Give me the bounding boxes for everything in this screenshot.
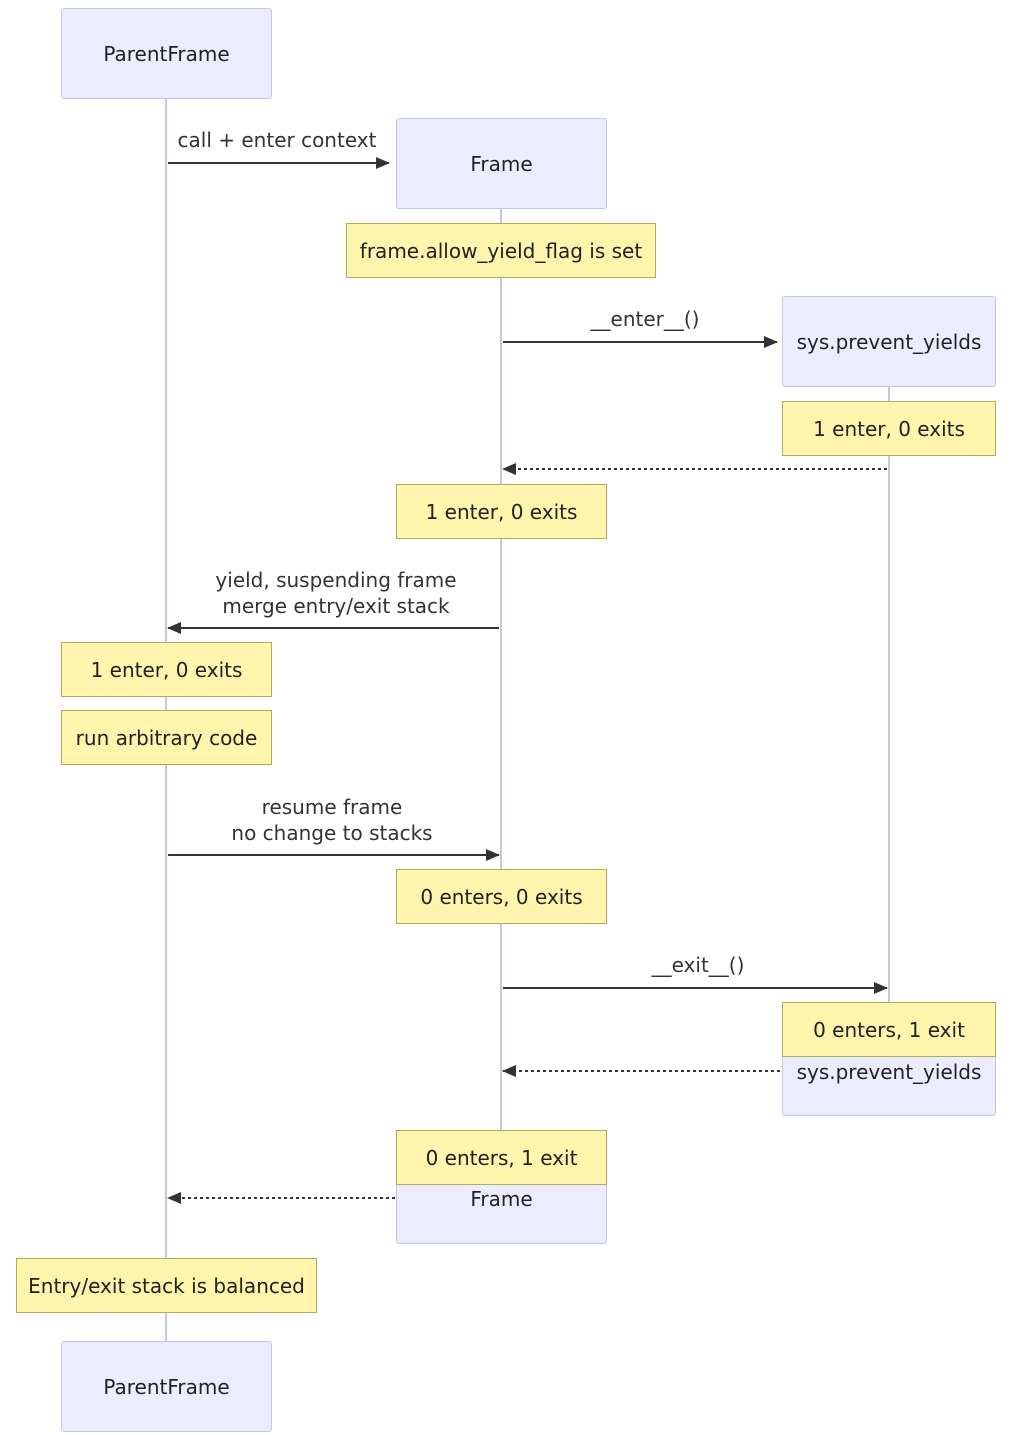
message-resume: resume frame no change to stacks (182, 794, 482, 846)
actor-frame-end: Frame (396, 1182, 607, 1244)
message-text: call + enter context (177, 128, 377, 152)
message-enter: __enter__() (540, 306, 750, 332)
note-text: frame.allow_yield_flag is set (359, 238, 643, 263)
message-text: __enter__() (590, 307, 700, 331)
message-text: __exit__() (651, 953, 745, 977)
message-call-enter-context: call + enter context (172, 127, 382, 153)
actor-label: sys.prevent_yields (796, 329, 982, 354)
note-text: 1 enter, 0 exits (813, 416, 965, 441)
note-prevent-enter-count: 1 enter, 0 exits (782, 401, 996, 456)
note-frame-zero-count: 0 enters, 0 exits (396, 869, 607, 924)
note-prevent-exit-count: 0 enters, 1 exit (782, 1002, 996, 1057)
note-parent-enter-count: 1 enter, 0 exits (61, 642, 272, 697)
note-run-arbitrary-code: run arbitrary code (61, 710, 272, 765)
actor-prevent-yields: sys.prevent_yields (782, 296, 996, 387)
note-text: 1 enter, 0 exits (425, 499, 578, 524)
actor-parentframe-bottom: ParentFrame (61, 1341, 272, 1432)
note-text: 0 enters, 0 exits (420, 884, 583, 909)
note-frame-exit-count: 0 enters, 1 exit (396, 1130, 607, 1185)
note-allow-yield-flag: frame.allow_yield_flag is set (346, 223, 656, 278)
actor-label: ParentFrame (103, 41, 230, 66)
message-text: yield, suspending frame (215, 568, 457, 592)
actor-frame: Frame (396, 118, 607, 209)
actor-label: Frame (470, 151, 533, 176)
message-text: merge entry/exit stack (222, 594, 450, 618)
message-yield: yield, suspending frame merge entry/exit… (186, 567, 486, 619)
actor-label: sys.prevent_yields (796, 1060, 982, 1084)
actor-label: Frame (470, 1187, 533, 1211)
note-text: 0 enters, 1 exit (425, 1145, 578, 1170)
note-text: 1 enter, 0 exits (90, 657, 243, 682)
note-text: run arbitrary code (75, 725, 258, 750)
note-text: Entry/exit stack is balanced (28, 1273, 305, 1298)
actor-parentframe-top: ParentFrame (61, 8, 272, 99)
note-text: 0 enters, 1 exit (813, 1017, 965, 1042)
message-text: no change to stacks (231, 821, 433, 845)
actor-prevent-yields-end: sys.prevent_yields (782, 1055, 996, 1116)
message-exit: __exit__() (593, 952, 803, 978)
note-stack-balanced: Entry/exit stack is balanced (16, 1258, 317, 1313)
message-text: resume frame (261, 795, 403, 819)
actor-label: ParentFrame (103, 1374, 230, 1399)
note-frame-enter-count: 1 enter, 0 exits (396, 484, 607, 539)
